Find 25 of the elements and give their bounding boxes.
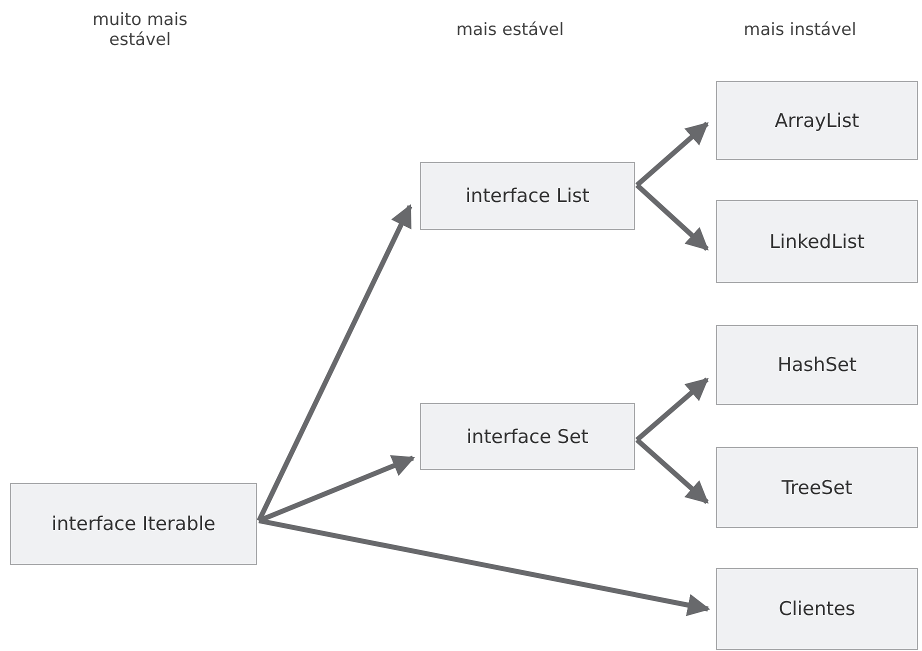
arrow [635, 183, 709, 251]
column-heading: mais instável [742, 20, 858, 40]
class-box [716, 200, 918, 283]
class-name: ArrayList [774, 110, 860, 132]
class-name: interface Set [466, 426, 588, 448]
arrow [635, 438, 709, 504]
column-heading: muito mais estável [91, 10, 189, 50]
arrow [635, 378, 709, 442]
class-box [420, 403, 635, 470]
column-heading: mais estável [455, 20, 565, 40]
arrow [256, 204, 412, 522]
class-name: LinkedList [769, 230, 865, 252]
class-box [716, 81, 918, 160]
class-name: TreeSet [782, 476, 852, 498]
arrow [635, 122, 709, 187]
class-box [716, 447, 918, 528]
class-name: Clientes [778, 598, 856, 620]
class-name: interface List [466, 185, 590, 207]
class-name: interface Iterable [51, 513, 216, 535]
class-box [10, 483, 257, 565]
class-box [716, 568, 918, 650]
arrow [258, 518, 710, 616]
class-name: HashSet [777, 354, 857, 376]
class-box [716, 325, 918, 405]
class-box [420, 162, 635, 230]
